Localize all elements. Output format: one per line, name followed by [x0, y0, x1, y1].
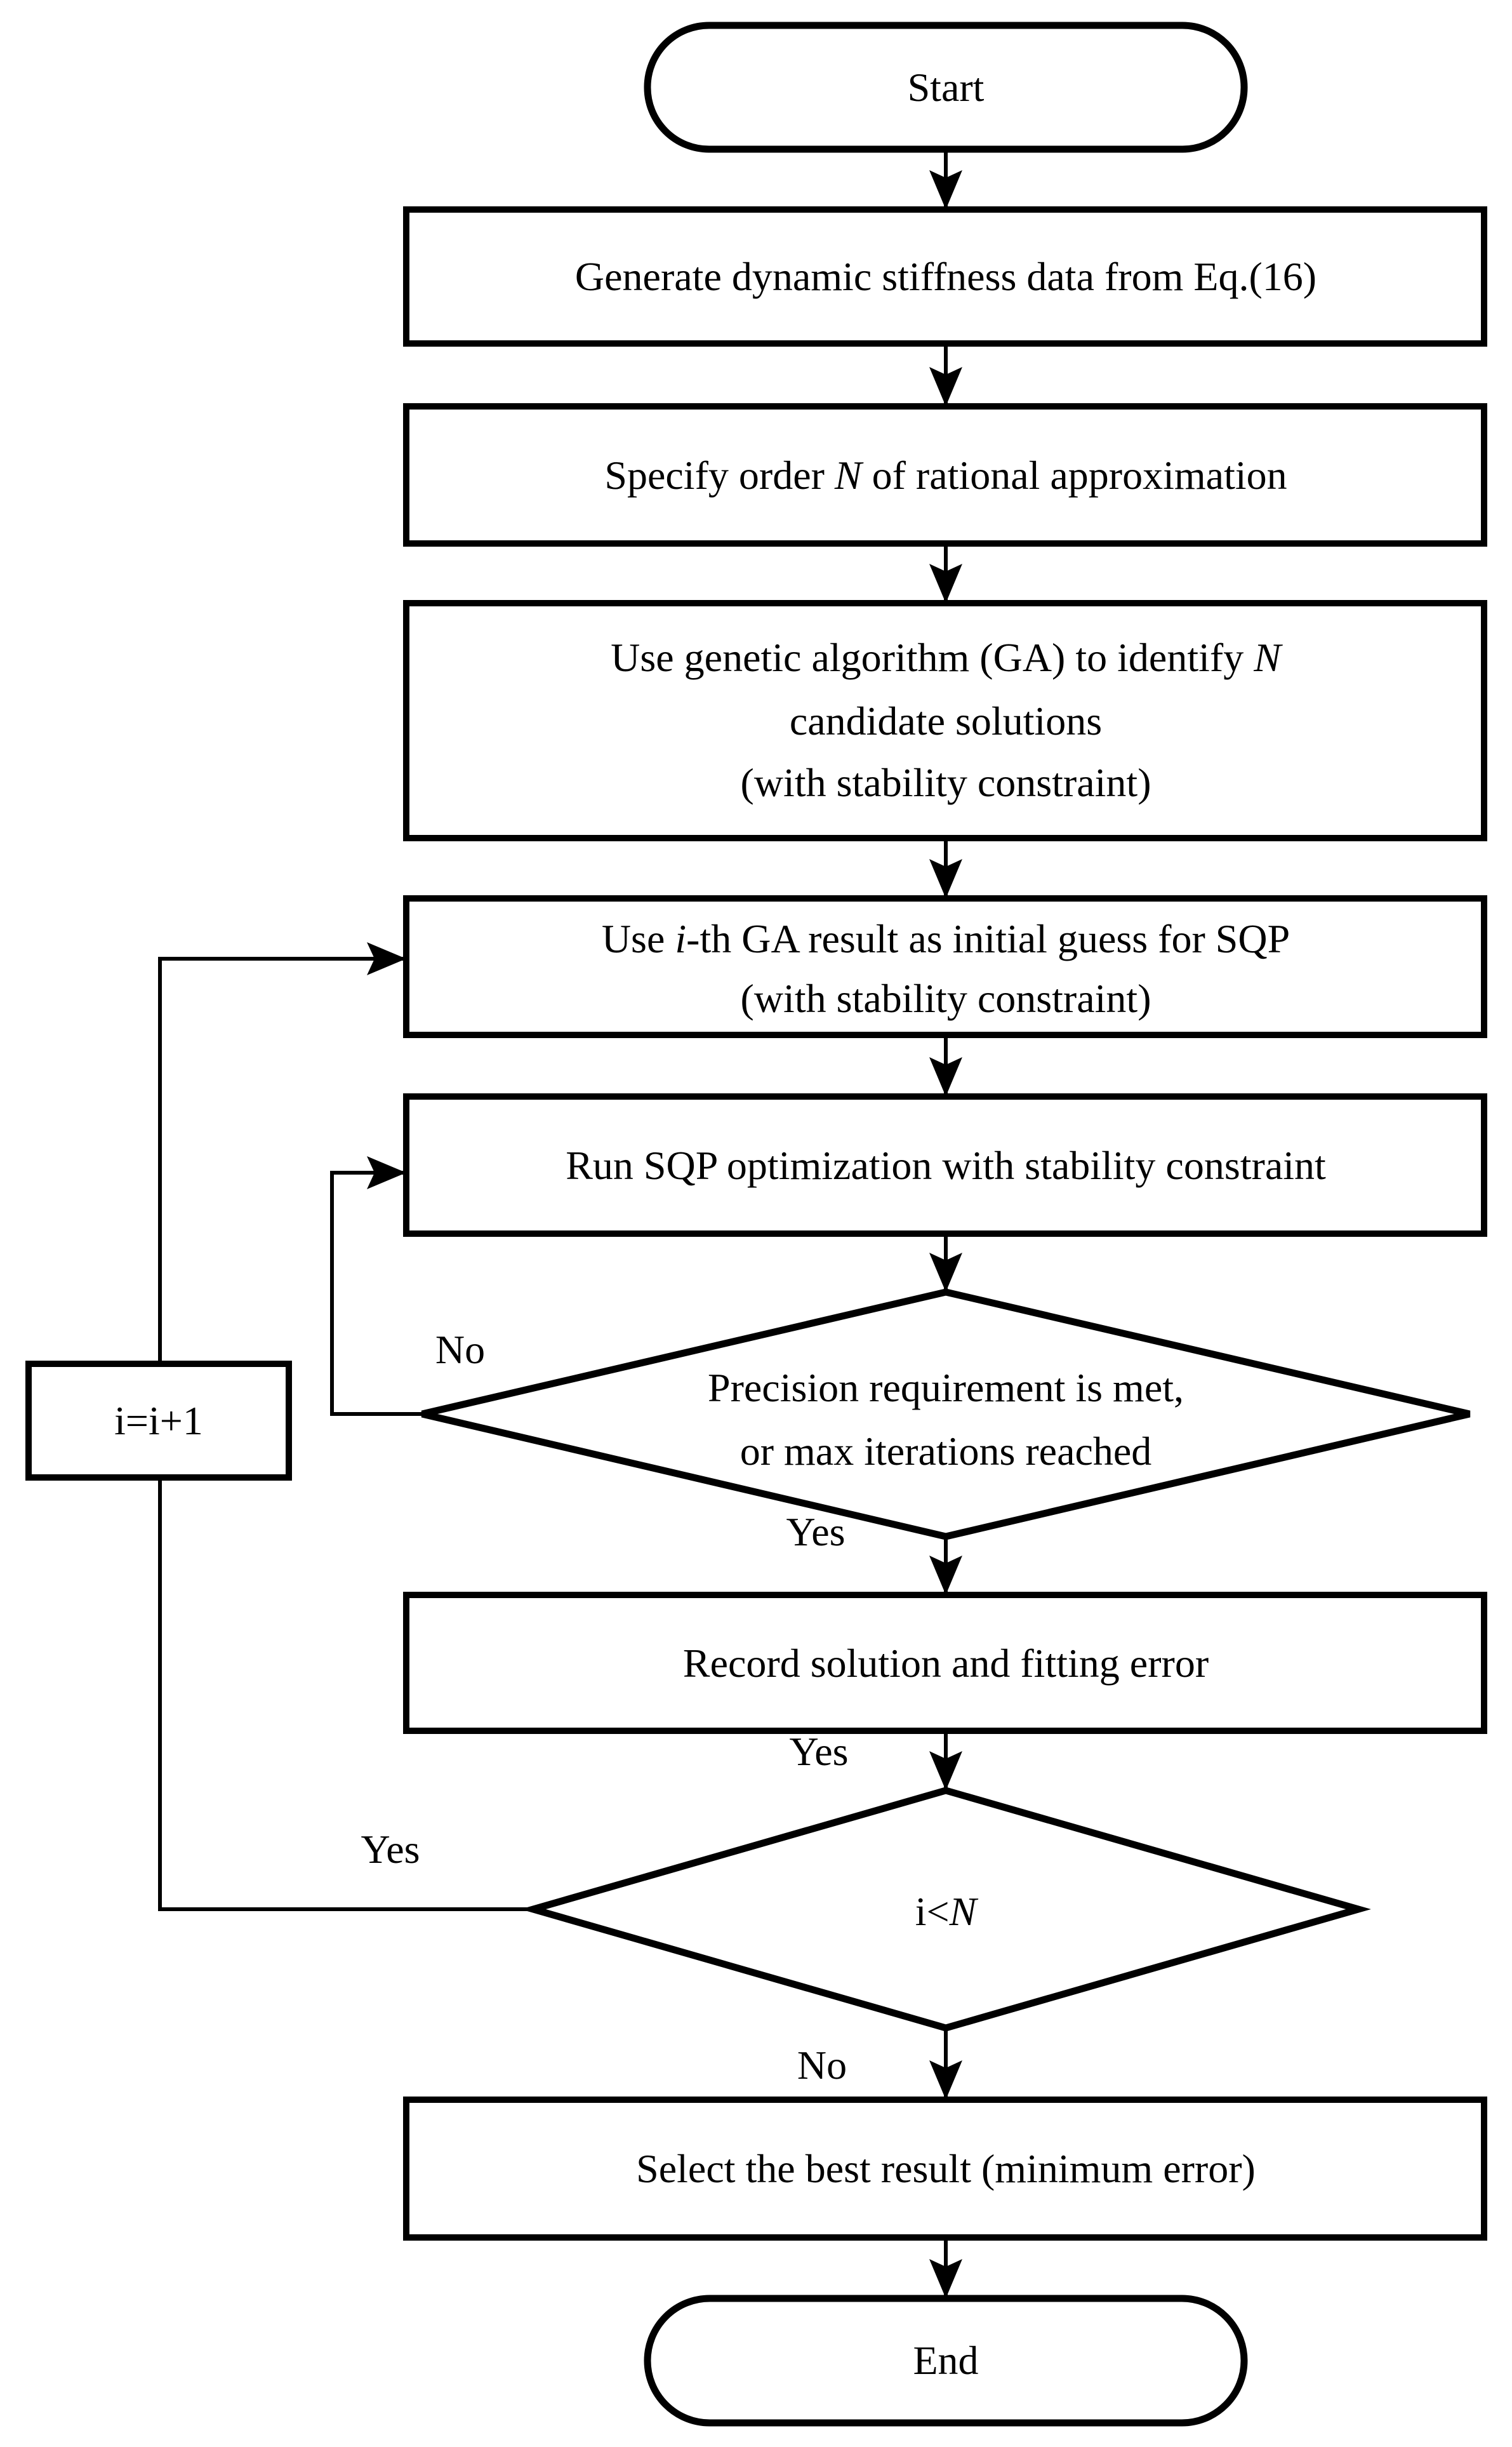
precision-check-label-line2: or max iterations reached [740, 1429, 1152, 1474]
node-generate: Generate dynamic stiffness data from Eq.… [403, 206, 1487, 347]
end-label: End [913, 2338, 978, 2383]
end-shape [644, 2295, 1248, 2427]
node-ga: Use genetic algorithm (GA) to identify N… [403, 600, 1487, 841]
increment-shape [25, 1361, 292, 1481]
initial-guess-label-line1: Use i-th GA result as initial guess for … [602, 916, 1290, 961]
generate-shape [403, 206, 1487, 347]
iter-check-shape [521, 1787, 1371, 2032]
node-run-sqp: Run SQP optimization with stability cons… [403, 1093, 1487, 1237]
edge-label-iter-no: No [797, 2043, 847, 2088]
node-select-best: Select the best result (minimum error) [403, 2097, 1487, 2241]
arrowhead-precision-to-record [929, 1556, 962, 1595]
arrowhead-runsqp-to-precision [929, 1253, 962, 1292]
node-increment: i=i+1 [25, 1361, 292, 1481]
arrowhead-ga-to-initial [929, 859, 962, 898]
node-start: Start [644, 22, 1248, 153]
select-best-label: Select the best result (minimum error) [636, 2146, 1256, 2191]
arrowhead-iter-to-select [929, 2060, 962, 2100]
arrowhead-specify-to-ga [929, 564, 962, 603]
generate-label: Generate dynamic stiffness data from Eq.… [575, 254, 1316, 299]
initial-guess-shape [403, 895, 1487, 1038]
edge-label-record-yes: Yes [789, 1729, 848, 1774]
precision-check-label-line1: Precision requirement is met, [708, 1365, 1184, 1410]
ga-label-line2: candidate solutions [790, 698, 1102, 743]
start-shape [644, 22, 1248, 153]
node-iter-check: i<N [521, 1787, 1371, 2032]
ga-shape [403, 600, 1487, 841]
arrowhead-initial-to-runsqp [929, 1057, 962, 1097]
edge-label-precision-yes: Yes [786, 1509, 845, 1554]
node-precision-check: Precision requirement is met, or max ite… [421, 1288, 1471, 1540]
arrowhead-record-to-iter [929, 1751, 962, 1790]
specify-shape [403, 403, 1487, 547]
select-best-shape [403, 2097, 1487, 2241]
edge-label-precision-no: No [435, 1327, 485, 1372]
run-sqp-label: Run SQP optimization with stability cons… [566, 1143, 1326, 1188]
edge-labels: No Yes Yes Yes No [361, 1327, 848, 2088]
arrowhead-loop-precision-no [367, 1156, 406, 1189]
run-sqp-shape [403, 1093, 1487, 1237]
loop-precision-no [330, 1171, 422, 1416]
precision-check-shape [421, 1288, 1471, 1540]
specify-label: Specify order N of rational approximatio… [604, 453, 1287, 498]
arrowhead-generate-to-specify [929, 367, 962, 406]
edges [158, 148, 962, 2298]
arrowhead-select-to-end [929, 2259, 962, 2298]
ga-label-line1: Use genetic algorithm (GA) to identify N [611, 635, 1283, 680]
initial-guess-label-line2: (with stability constraint) [741, 976, 1151, 1021]
node-end: End [644, 2295, 1248, 2427]
edge-label-iter-yes: Yes [361, 1827, 420, 1872]
arrowhead-loop-iter-yes [367, 942, 406, 975]
arrowhead-start-to-generate [929, 170, 962, 210]
increment-label: i=i+1 [114, 1398, 203, 1443]
record-shape [403, 1592, 1487, 1734]
iter-check-label: i<N [915, 1889, 979, 1934]
node-specify: Specify order N of rational approximatio… [403, 403, 1487, 547]
record-label: Record solution and fitting error [683, 1641, 1209, 1686]
node-record: Record solution and fitting error [403, 1592, 1487, 1734]
start-label: Start [908, 65, 985, 110]
node-initial-guess: Use i-th GA result as initial guess for … [403, 895, 1487, 1038]
ga-label-line3: (with stability constraint) [741, 760, 1151, 805]
